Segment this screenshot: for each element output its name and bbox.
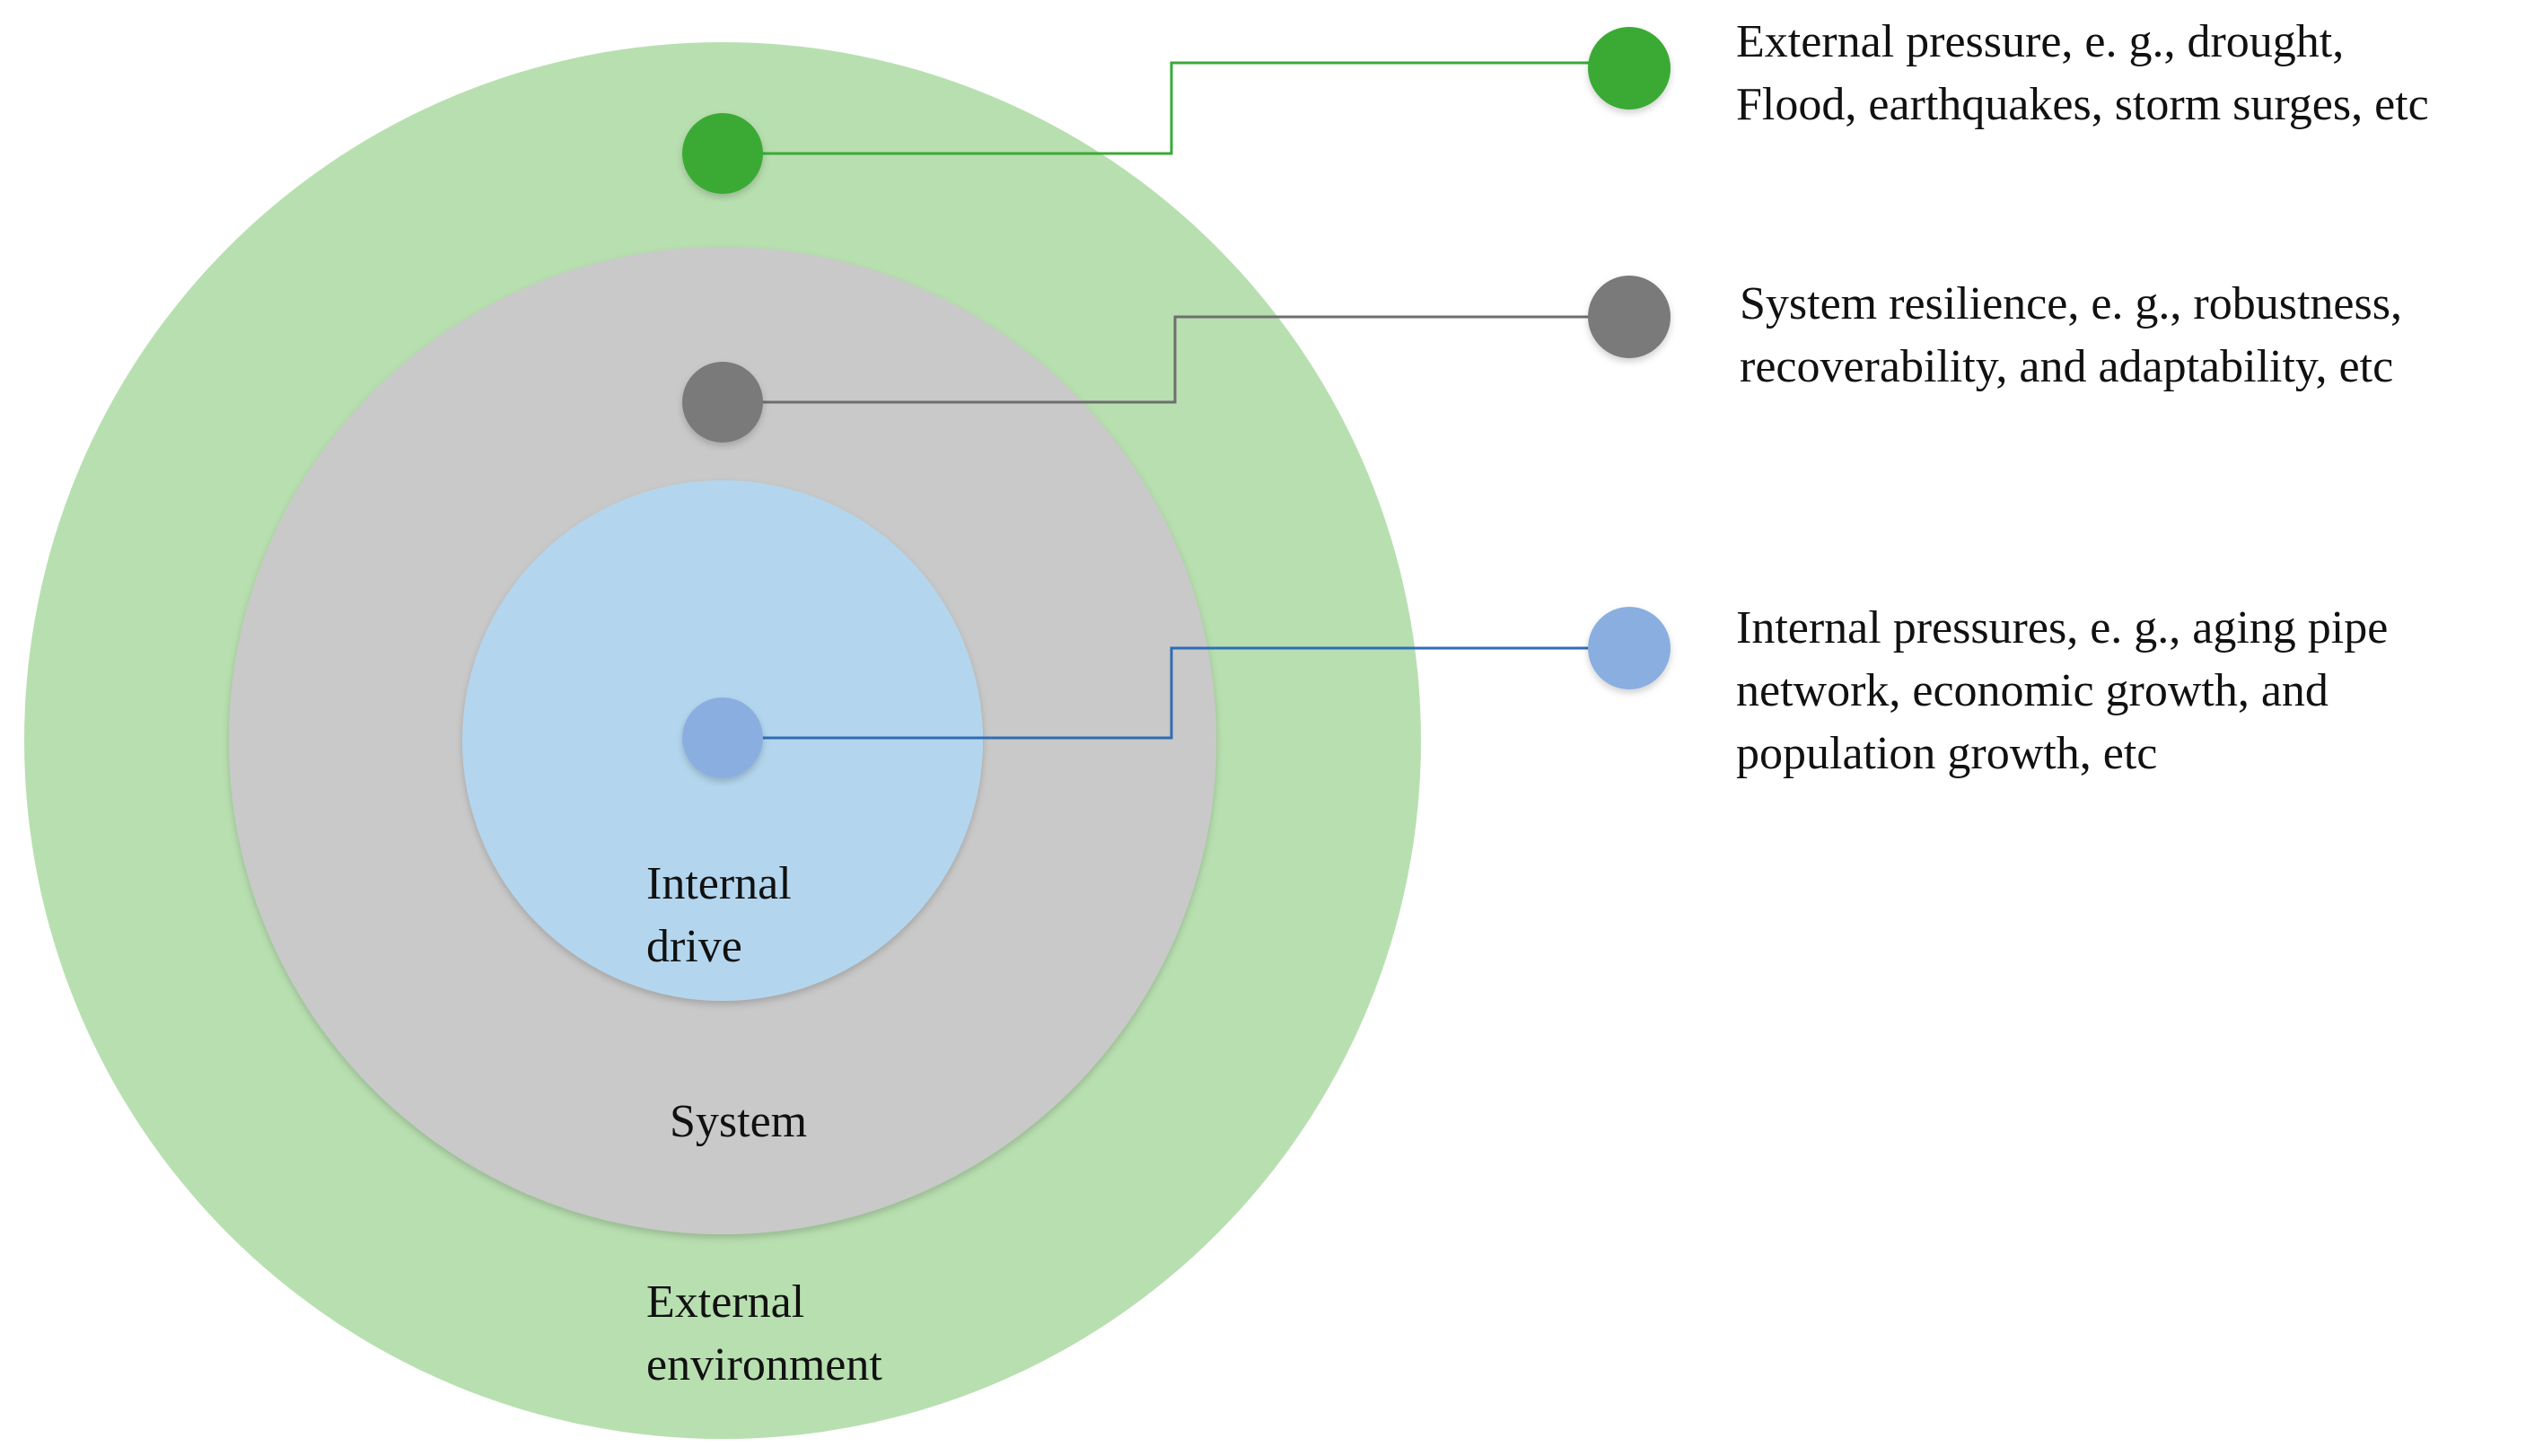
internal-pressures-marker [682, 697, 763, 778]
system-resilience-marker [682, 362, 763, 443]
system-resilience-legend-text: System resilience, e. g., robustness, re… [1740, 278, 2402, 392]
system-resilience-legend-marker [1588, 276, 1671, 358]
external-environment-label: External environment [646, 1276, 882, 1390]
external-pressure-legend-text: External pressure, e. g., drought, Flood… [1736, 16, 2429, 130]
internal-pressures-legend-marker [1588, 607, 1671, 689]
external-pressure-connector [723, 61, 1629, 155]
system-label: System [670, 1096, 808, 1147]
external-pressure-marker [682, 113, 763, 194]
internal-pressures-legend-text: Internal pressures, e. g., aging pipe ne… [1736, 602, 2389, 779]
system-resilience-connector [723, 315, 1629, 404]
external-pressure-legend-marker [1588, 27, 1671, 110]
internal-drive-label: Internal drive [646, 858, 792, 972]
internal-pressures-connector [723, 646, 1629, 740]
